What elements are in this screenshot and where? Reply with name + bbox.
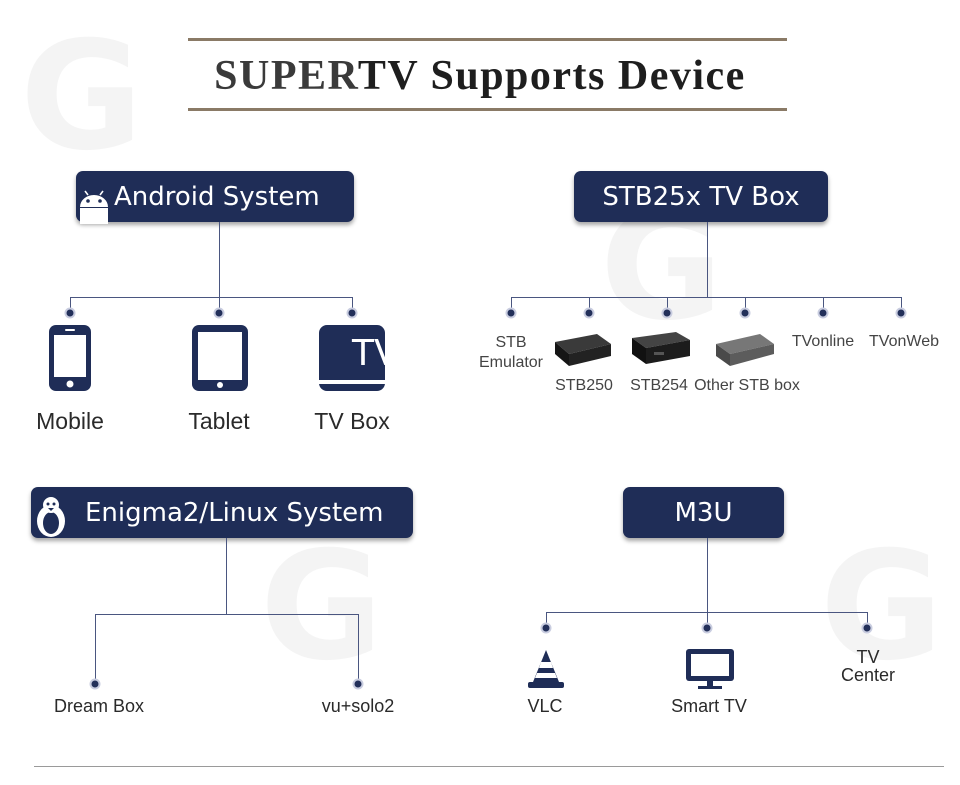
smart-tv-icon (686, 649, 734, 689)
linux-tux-icon (37, 497, 65, 537)
m3u-header-label: M3U (674, 497, 733, 528)
other-stb-device-image (716, 334, 774, 366)
tv-box-icon-text: TV (352, 333, 399, 374)
footer-divider (34, 766, 944, 767)
connector (226, 538, 227, 614)
node-dot (661, 307, 673, 319)
m3u-item-vlc: VLC (527, 696, 563, 716)
android-header: Android System (76, 171, 354, 224)
node-dot (352, 678, 364, 690)
enigma-header-label: Enigma2/Linux System (85, 497, 384, 528)
m3u-item-tv-center: TV Center (840, 647, 896, 685)
title-part2: TV Supports Device (357, 53, 746, 99)
stb-item-stb254: STB254 (630, 377, 688, 394)
page-title: SUPERTV Supports Device (0, 52, 960, 100)
connector (219, 297, 220, 313)
connector (358, 614, 359, 684)
node-dot (505, 307, 517, 319)
tv-box-icon (319, 325, 385, 391)
stb-item-tvonline: TVonline (791, 333, 855, 350)
connector (546, 612, 547, 628)
tablet-icon (192, 325, 248, 391)
stb-item-emulator: STB Emulator (478, 334, 544, 371)
title-rule-bottom (188, 108, 787, 111)
connector (352, 297, 353, 313)
node-dot (583, 307, 595, 319)
android-item-tv-box: TV Box (314, 408, 390, 434)
node-dot (895, 307, 907, 319)
connector (707, 538, 708, 628)
connector (901, 297, 902, 313)
connector (823, 297, 824, 313)
connector (95, 614, 96, 684)
node-dot (739, 307, 751, 319)
connector (589, 297, 590, 313)
mobile-phone-icon (49, 325, 91, 391)
title-rule-top (188, 38, 787, 41)
android-icon (80, 190, 108, 224)
stb-item-stb250: STB250 (555, 377, 613, 394)
title-part1: SUPER (214, 53, 358, 99)
stb-header: STB25x TV Box (574, 171, 828, 222)
node-dot (540, 622, 552, 634)
android-item-tablet: Tablet (188, 408, 250, 434)
connector (667, 297, 668, 313)
connector (70, 297, 71, 313)
stb-header-label: STB25x TV Box (602, 181, 800, 212)
node-dot (64, 307, 76, 319)
vlc-cone-icon (528, 650, 564, 688)
stb-item-tvonweb: TVonWeb (869, 333, 939, 350)
connector (219, 222, 220, 297)
stb250-device-image (555, 334, 611, 366)
connector (867, 612, 868, 628)
stb-item-other: Other STB box (694, 377, 800, 394)
connector (511, 297, 512, 313)
m3u-item-smart-tv: Smart TV (671, 696, 747, 716)
connector (70, 297, 352, 298)
connector (511, 297, 902, 298)
android-header-label: Android System (114, 181, 320, 212)
node-dot (861, 622, 873, 634)
node-dot (213, 307, 225, 319)
node-dot (89, 678, 101, 690)
connector (546, 612, 868, 613)
stb254-device-image (632, 332, 690, 364)
connector (707, 222, 708, 297)
enigma-header: Enigma2/Linux System (31, 487, 413, 538)
connector (745, 297, 746, 313)
node-dot (346, 307, 358, 319)
watermark-logo: G (820, 520, 943, 694)
node-dot (817, 307, 829, 319)
enigma-item-vusolo2: vu+solo2 (321, 696, 395, 716)
m3u-header: M3U (623, 487, 784, 538)
enigma-item-dreambox: Dream Box (53, 696, 145, 716)
connector (95, 614, 359, 615)
watermark-logo: G (260, 520, 383, 694)
android-item-mobile: Mobile (36, 408, 104, 434)
node-dot (701, 622, 713, 634)
watermark-logo: G (20, 10, 143, 184)
